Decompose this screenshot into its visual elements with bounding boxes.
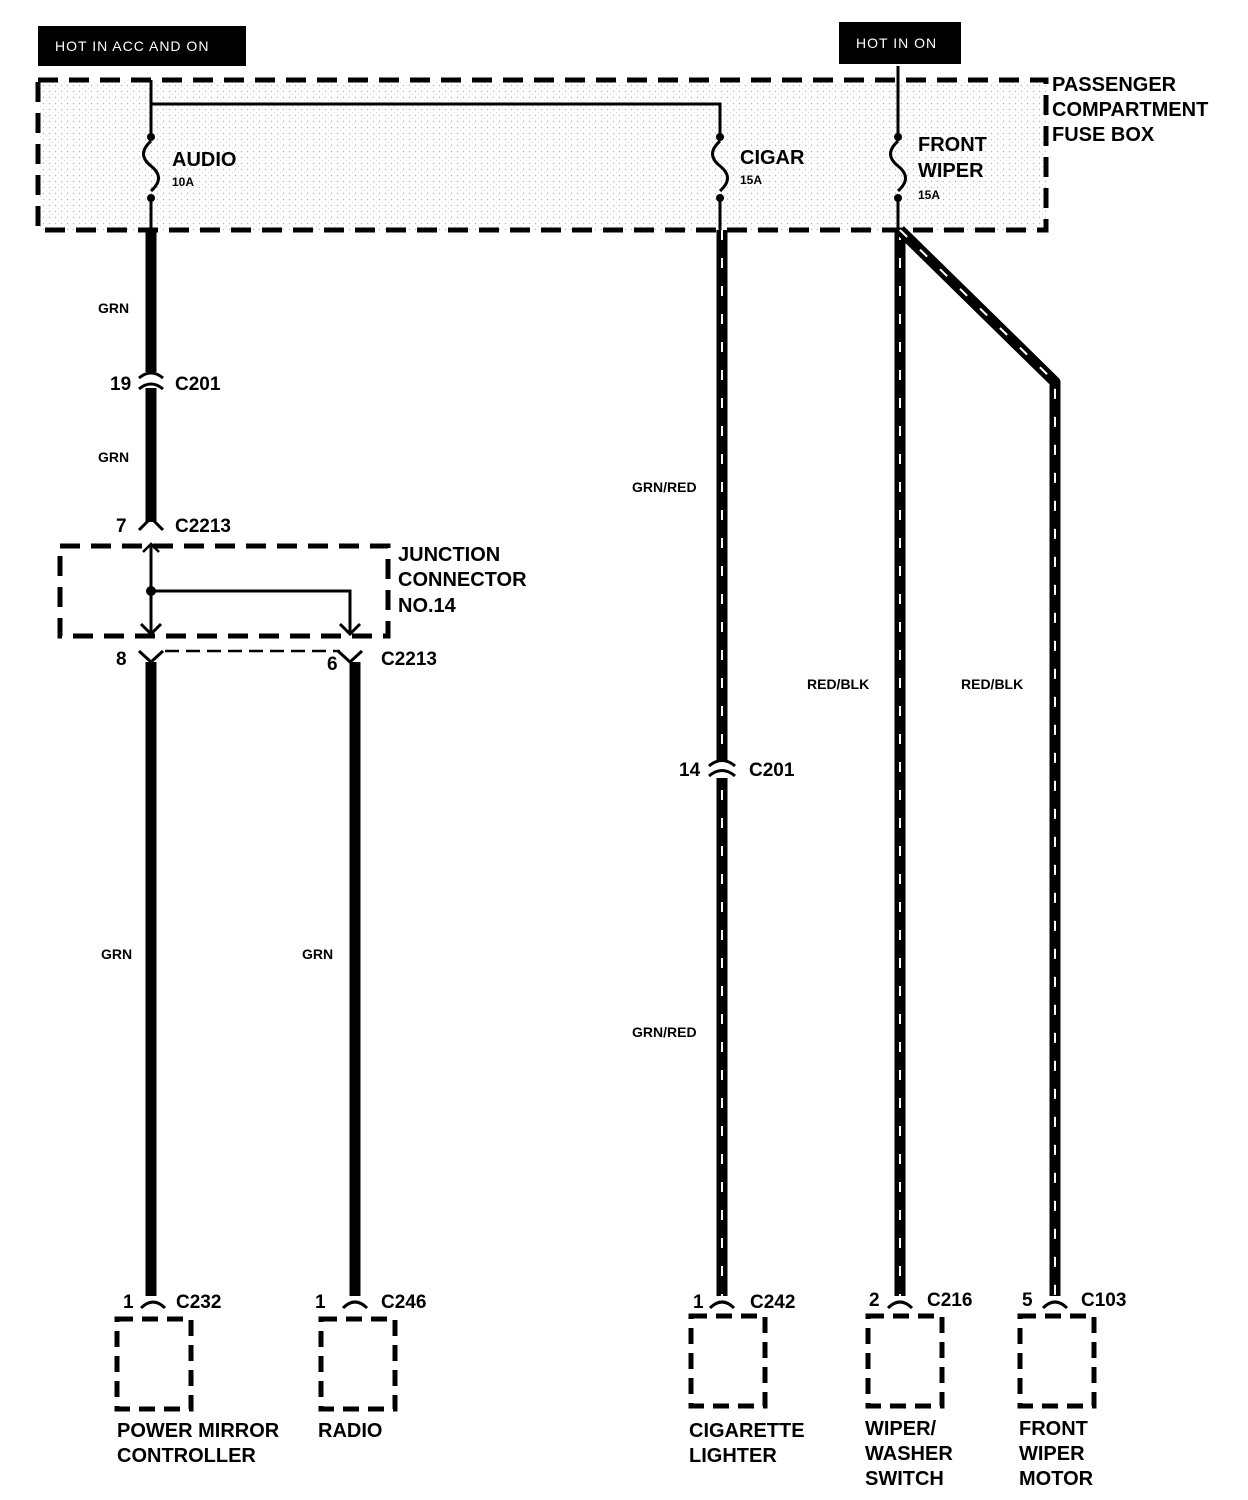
svg-text:8: 8 [116,649,127,670]
fuse-box-bus [149,66,900,137]
connector-c2213-outputs: 8 6 C2213 [116,649,437,675]
svg-text:AUDIO: AUDIO [172,149,236,171]
svg-text:C2213: C2213 [175,516,231,537]
svg-text:19: 19 [110,374,131,395]
wire-audio-mid: GRN [98,388,157,522]
svg-text:WIPER/: WIPER/ [865,1418,937,1440]
svg-text:FUSE BOX: FUSE BOX [1052,124,1155,146]
svg-text:LIGHTER: LIGHTER [689,1445,777,1467]
wire-wiper-switch: RED/BLK [807,230,906,1296]
banner-hot-in-on: HOT IN ON [839,22,961,64]
svg-text:SWITCH: SWITCH [865,1468,944,1490]
svg-text:6: 6 [327,654,338,675]
wire-wiper-motor: RED/BLK [896,226,1061,1296]
wire-audio-upper: GRN [98,230,157,372]
svg-text:WIPER: WIPER [1019,1443,1085,1465]
svg-text:COMPARTMENT: COMPARTMENT [1052,99,1208,121]
svg-text:NO.14: NO.14 [398,595,457,617]
svg-text:1: 1 [123,1292,134,1313]
svg-text:PASSENGER: PASSENGER [1052,74,1177,96]
svg-text:5: 5 [1022,1290,1033,1311]
svg-text:JUNCTION: JUNCTION [398,544,500,566]
svg-text:GRN/RED: GRN/RED [632,479,697,495]
svg-text:GRN: GRN [302,946,333,962]
wire-radio: GRN [302,662,361,1296]
junction-splice-dot [146,586,156,596]
svg-text:FRONT: FRONT [1019,1418,1088,1440]
component-front-wiper-motor: FRONT WIPER MOTOR [1017,1313,1097,1490]
component-radio: RADIO [318,1316,398,1442]
svg-text:C216: C216 [927,1290,972,1311]
fuse-front-wiper: FRONT WIPER 15A [889,133,987,230]
svg-text:HOT IN ON: HOT IN ON [856,35,937,51]
wire-cigar: GRN/RED GRN/RED [632,230,728,1296]
svg-text:C246: C246 [381,1292,426,1313]
svg-text:7: 7 [116,516,127,537]
svg-text:RED/BLK: RED/BLK [807,676,869,692]
svg-text:C201: C201 [749,760,795,781]
svg-text:POWER MIRROR: POWER MIRROR [117,1420,280,1442]
svg-text:15A: 15A [740,173,762,187]
connector-c232: 1 C232 [123,1292,221,1313]
svg-text:1: 1 [693,1292,704,1313]
svg-text:RADIO: RADIO [318,1420,382,1442]
svg-text:MOTOR: MOTOR [1019,1468,1094,1490]
svg-text:15A: 15A [918,188,940,202]
svg-text:GRN: GRN [98,449,129,465]
junction-connector-label: JUNCTION CONNECTOR NO.14 [398,544,527,617]
fuse-box-label: PASSENGER COMPARTMENT FUSE BOX [1052,74,1208,146]
svg-text:CIGARETTE: CIGARETTE [689,1420,805,1442]
wire-mirror: GRN [101,662,157,1296]
svg-text:1: 1 [315,1292,326,1313]
svg-text:RED/BLK: RED/BLK [961,676,1023,692]
svg-text:C201: C201 [175,374,221,395]
component-power-mirror-controller: POWER MIRROR CONTROLLER [114,1316,280,1467]
svg-text:C103: C103 [1081,1290,1126,1311]
svg-text:WIPER: WIPER [918,160,984,182]
connector-c103: 5 C103 [1022,1290,1126,1311]
connector-c242: 1 C242 [693,1292,795,1313]
svg-text:HOT IN ACC AND ON: HOT IN ACC AND ON [55,38,209,54]
banner-hot-in-acc-and-on: HOT IN ACC AND ON [38,26,246,66]
svg-text:CONNECTOR: CONNECTOR [398,569,527,591]
svg-text:14: 14 [679,760,701,781]
svg-text:WASHER: WASHER [865,1443,953,1465]
svg-text:GRN: GRN [98,300,129,316]
connector-c246: 1 C246 [315,1292,426,1313]
component-wiper-washer-switch: WIPER/ WASHER SWITCH [865,1313,953,1490]
svg-text:FRONT: FRONT [918,134,987,156]
svg-text:GRN/RED: GRN/RED [632,1024,697,1040]
svg-text:C232: C232 [176,1292,221,1313]
svg-text:2: 2 [869,1290,880,1311]
svg-text:GRN: GRN [101,946,132,962]
svg-text:CONTROLLER: CONTROLLER [117,1445,256,1467]
svg-text:CIGAR: CIGAR [740,147,805,169]
connector-c216: 2 C216 [869,1290,972,1311]
connector-c2213-input: 7 C2213 [116,515,231,553]
svg-text:C242: C242 [750,1292,795,1313]
svg-text:C2213: C2213 [381,649,437,670]
connector-c201-audio: 19 C201 [110,371,221,395]
fuse-audio: AUDIO 10A [142,133,236,230]
component-cigarette-lighter: CIGARETTE LIGHTER [688,1313,805,1467]
fuse-cigar: CIGAR 15A [711,133,805,230]
svg-text:10A: 10A [172,175,194,189]
junction-connector-outline [57,543,391,639]
connector-c201-cigar: 14 C201 [679,759,795,781]
junction-connector-internal [139,546,362,637]
